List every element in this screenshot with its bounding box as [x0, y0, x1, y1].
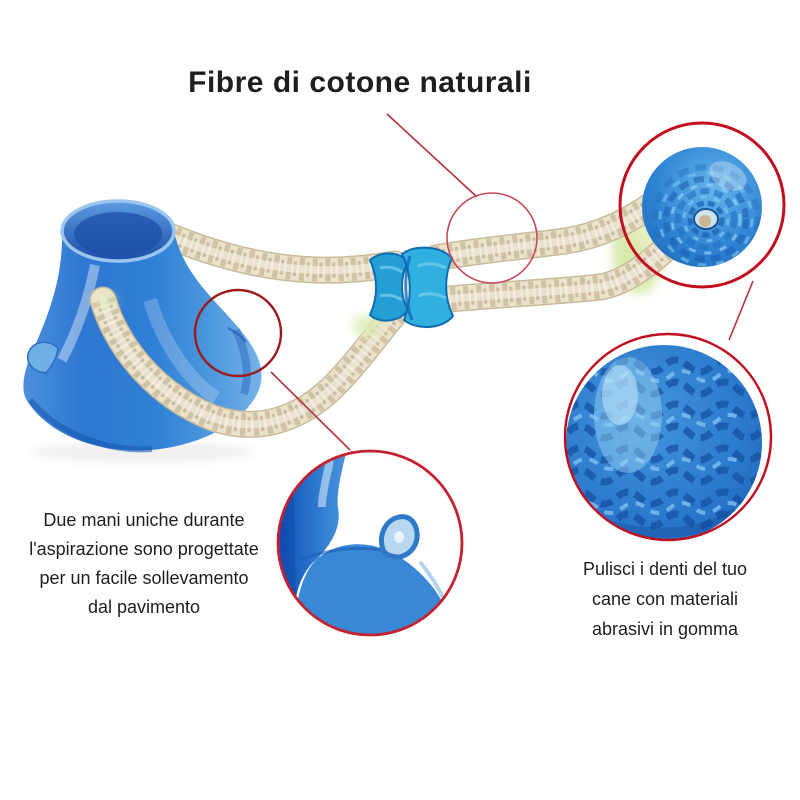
- rope-fiber-callout: [446, 192, 538, 284]
- rubber-ball: [642, 147, 762, 267]
- annotations: [193, 113, 786, 451]
- closeup-ring-suction: [276, 449, 464, 637]
- suction-cup-tab: [26, 341, 59, 374]
- page-title: Fibre di cotone naturali: [188, 66, 532, 99]
- suction-note-line: per un facile sollevamento: [39, 568, 249, 588]
- rope-connector: [368, 246, 455, 328]
- closeup-ring-ball: [563, 332, 773, 542]
- suction-cup-closeup: [276, 449, 464, 637]
- ball-texture-closeup: [563, 332, 773, 542]
- ball-note-line: Pulisci i denti del tuo: [582, 559, 748, 579]
- suction-note-line: l'aspirazione sono progettate: [29, 539, 259, 559]
- callout-line-handle-to-closeup: [270, 371, 351, 451]
- ball-callout: [618, 121, 786, 289]
- suction-note: Due mani uniche durante l'aspirazione so…: [14, 506, 274, 622]
- suction-cup: [23, 199, 262, 453]
- suction-note-line: dal pavimento: [87, 597, 201, 617]
- ball-note-line: cane con materiali: [591, 589, 739, 609]
- ball-note: Pulisci i denti del tuo cane con materia…: [545, 554, 785, 644]
- callout-line-title-to-rope: [386, 113, 478, 198]
- suction-handle-callout: [193, 288, 283, 378]
- callout-line-ball-to-closeup: [728, 280, 754, 341]
- ball-note-line: abrasivi in gomma: [591, 619, 739, 639]
- suction-note-line: Due mani uniche durante: [43, 510, 245, 530]
